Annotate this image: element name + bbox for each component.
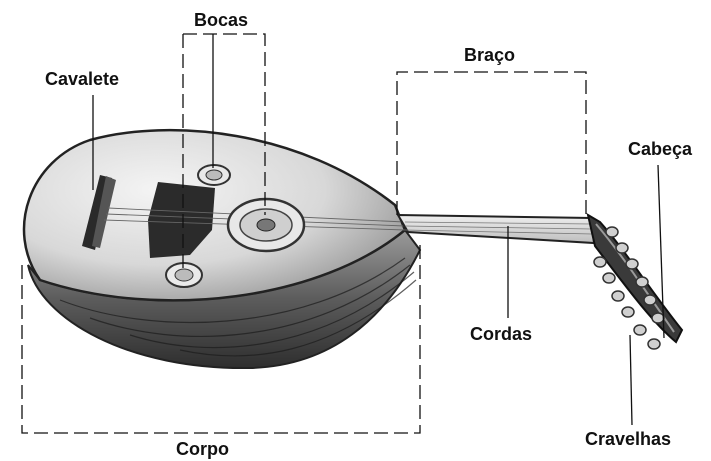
braco-bracket xyxy=(397,72,586,218)
sound-hole-large xyxy=(228,199,304,251)
label-corpo: Corpo xyxy=(176,440,229,458)
label-braco: Braço xyxy=(464,46,515,64)
sound-hole-small-bottom xyxy=(166,263,202,287)
label-cavalete: Cavalete xyxy=(45,70,119,88)
sound-hole-small-top xyxy=(198,165,230,185)
label-cabeca: Cabeça xyxy=(628,140,692,158)
oud-neck xyxy=(398,215,594,243)
label-cordas: Cordas xyxy=(470,325,532,343)
label-cravelhas: Cravelhas xyxy=(585,430,671,448)
cravelhas-leader xyxy=(630,335,632,425)
label-bocas: Bocas xyxy=(194,11,248,29)
